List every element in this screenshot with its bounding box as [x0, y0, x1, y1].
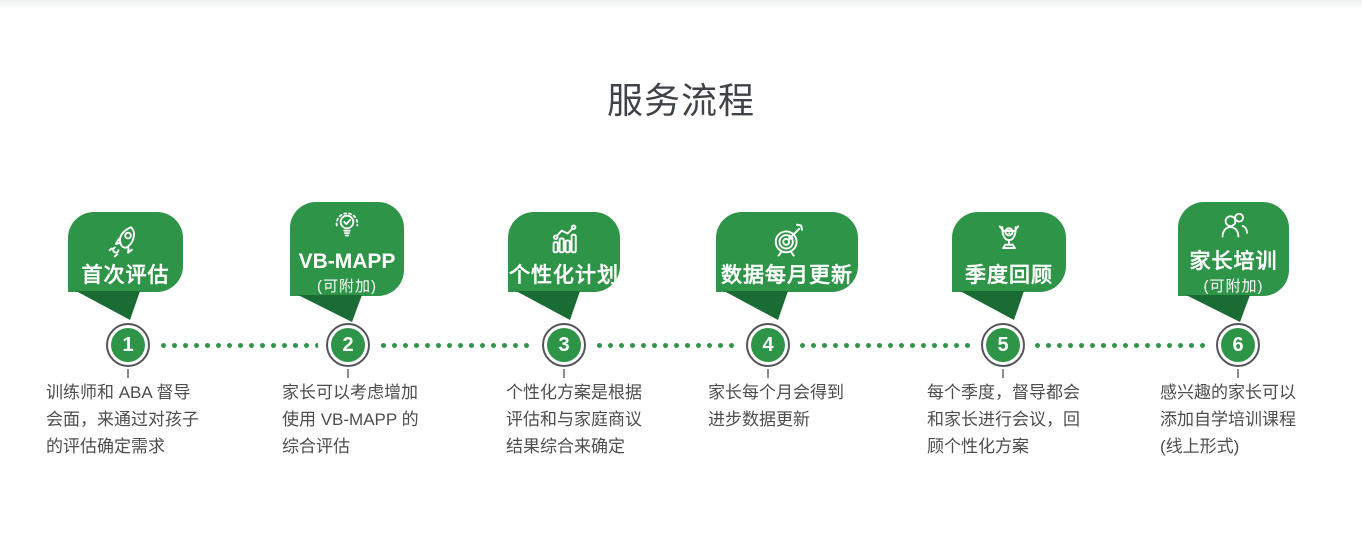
step-badge: 数据每月更新	[716, 212, 858, 320]
trophy-icon: 1	[998, 225, 1020, 250]
step-description: 每个季度，督导都会 和家长进行会议，回 顾个性化方案	[927, 379, 1080, 460]
step-badge: 个性化计划	[508, 212, 620, 320]
step-label: 家长培训	[1189, 249, 1278, 273]
description-line: 训练师和 ABA 督导	[46, 383, 191, 402]
step-number: 6	[1221, 328, 1255, 362]
description-line: 家长可以考虑增加	[282, 383, 418, 402]
step-number: 2	[331, 328, 365, 362]
description-line: 家长每个月会得到	[708, 383, 844, 402]
step-label: VB-MAPP	[298, 249, 396, 273]
step-description: 训练师和 ABA 督导 会面，来通过对孩子 的评估确定需求	[46, 379, 199, 460]
step-sublabel: (可附加)	[1203, 278, 1264, 295]
page-title: 服务流程	[606, 80, 755, 121]
description-line: 每个季度，督导都会	[927, 383, 1080, 402]
step-description: 家长可以考虑增加 使用 VB-MAPP 的 综合评估	[282, 379, 419, 460]
step-label: 数据每月更新	[721, 264, 853, 287]
badge-tail	[724, 291, 788, 320]
step-description: 家长每个月会得到 进步数据更新	[708, 379, 844, 433]
step-badge: 首次评估	[68, 212, 183, 320]
step-label: 首次评估	[81, 264, 170, 287]
description-line: 个性化方案是根据	[506, 383, 642, 402]
step-description: 感兴趣的家长可以 添加自学培训课程 (线上形式)	[1160, 379, 1296, 460]
step-sublabel: (可附加)	[317, 278, 377, 295]
step-number-badge: 1	[106, 323, 150, 367]
step-badge: 1 季度回顾	[952, 212, 1066, 320]
description-line: (线上形式)	[1160, 437, 1240, 456]
description-line: 的评估确定需求	[46, 437, 165, 456]
dotted-connector	[594, 343, 738, 348]
connector-tick	[767, 369, 769, 378]
badge-tail	[1186, 295, 1250, 322]
step-number-badge: 6	[1216, 323, 1260, 367]
description-line: 添加自学培训课程	[1160, 410, 1296, 429]
dotted-connector	[378, 343, 534, 348]
badge-tail	[960, 291, 1024, 320]
step-label: 个性化计划	[509, 264, 619, 287]
step-badge: 家长培训 (可附加)	[1178, 202, 1289, 322]
description-line: 进步数据更新	[708, 410, 810, 429]
description-line: 结果综合来确定	[506, 437, 625, 456]
connector-tick	[347, 369, 349, 378]
description-line: 顾个性化方案	[927, 437, 1029, 456]
description-line: 会面，来通过对孩子	[46, 410, 199, 429]
badge-tail	[76, 291, 140, 320]
description-line: 综合评估	[282, 437, 350, 456]
connector-tick	[127, 369, 129, 378]
step-number-badge: 4	[746, 323, 790, 367]
badge-tail	[298, 295, 362, 322]
parents-group-icon	[1221, 212, 1248, 238]
step-number: 1	[111, 328, 145, 362]
step-number: 4	[751, 328, 785, 362]
dotted-connector	[797, 343, 973, 348]
dotted-connector	[158, 343, 318, 348]
description-line: 使用 VB-MAPP 的	[282, 410, 419, 429]
connector-tick	[1002, 369, 1004, 378]
lightbulb-check-icon	[335, 212, 359, 237]
step-description: 个性化方案是根据 评估和与家庭商议 结果综合来确定	[506, 379, 642, 460]
step-number: 3	[547, 328, 581, 362]
description-line: 评估和与家庭商议	[506, 410, 642, 429]
dotted-connector	[1032, 343, 1208, 348]
rocket-icon	[108, 226, 135, 258]
target-dart-icon	[774, 223, 803, 257]
step-number-badge: 3	[542, 323, 586, 367]
badge-tail	[516, 291, 580, 320]
step-number: 5	[986, 328, 1020, 362]
connector-tick	[563, 369, 565, 378]
step-label: 季度回顾	[965, 264, 1053, 287]
step-number-badge: 5	[981, 323, 1025, 367]
connector-tick	[1237, 369, 1239, 378]
trophy-number: 1	[1007, 229, 1011, 236]
bar-chart-icon	[552, 224, 577, 254]
step-number-badge: 2	[326, 323, 370, 367]
top-fade-decoration	[0, 0, 1362, 9]
description-line: 和家长进行会议，回	[927, 410, 1080, 429]
description-line: 感兴趣的家长可以	[1160, 383, 1296, 402]
step-badge: VB-MAPP (可附加)	[290, 202, 404, 322]
